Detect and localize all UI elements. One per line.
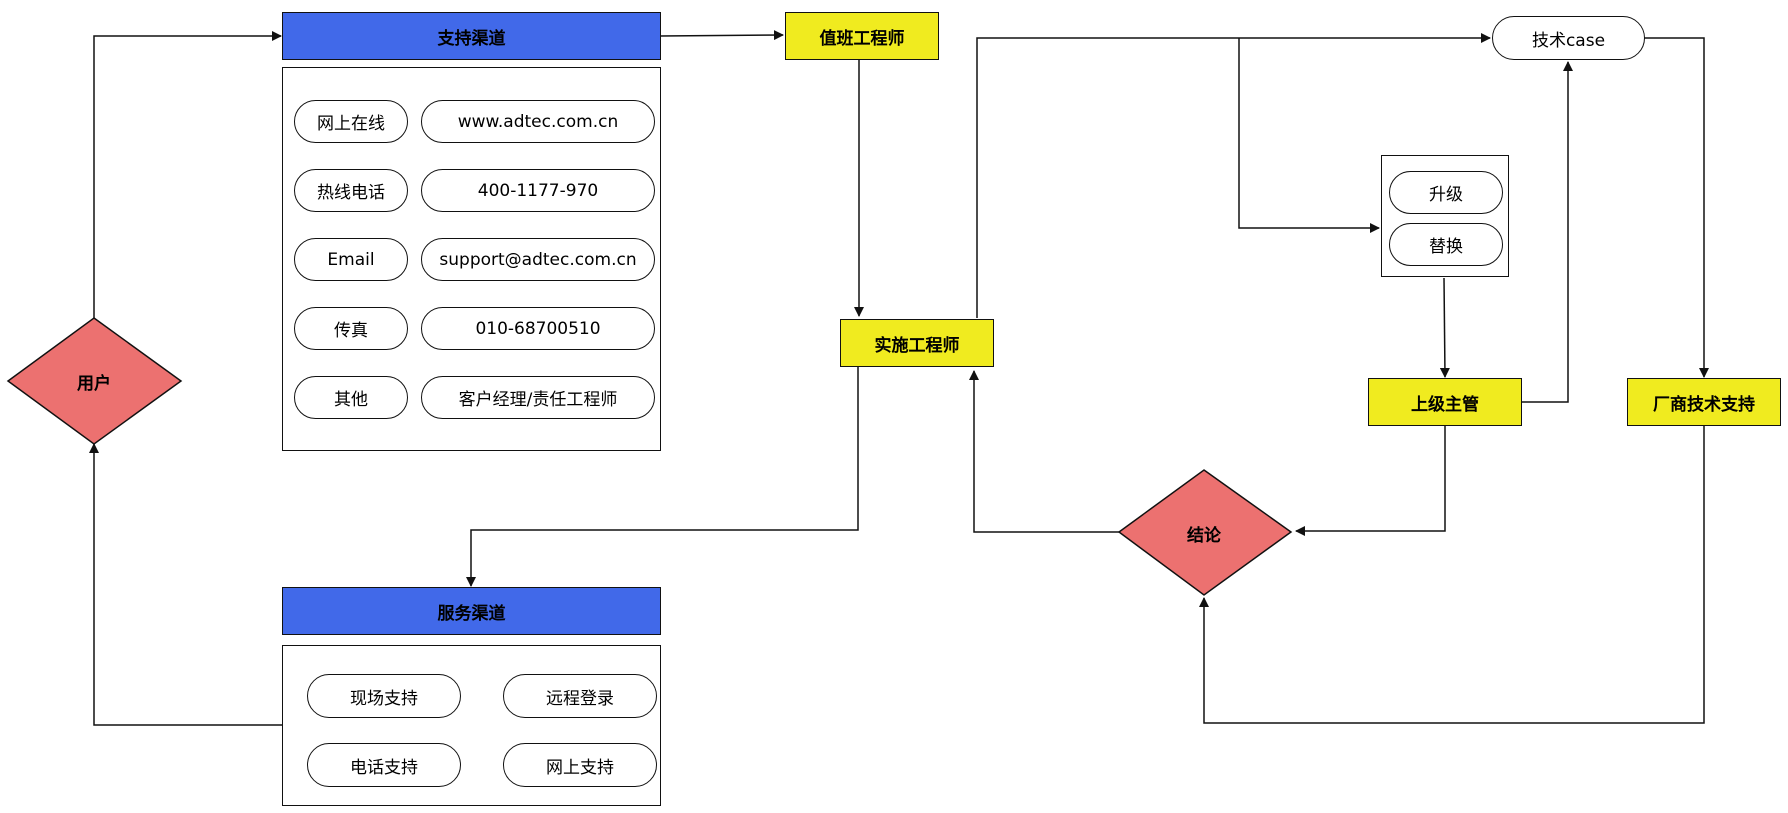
- edge-case-to-vendor: [1644, 37, 1709, 378]
- supervisor-node: 上级主管: [1368, 378, 1522, 426]
- channel-value-fax: 010-68700510: [421, 307, 655, 350]
- vendor-support-node: 厂商技术支持: [1627, 378, 1781, 426]
- service-channels-header: 服务渠道: [282, 587, 661, 635]
- channel-type-hotline: 热线电话: [294, 169, 408, 212]
- user-label: 用户: [77, 373, 111, 394]
- edge-impl-to-service: [466, 367, 859, 587]
- user-diamond: [6, 317, 183, 445]
- on-duty-engineer-node: 值班工程师: [785, 12, 939, 60]
- channel-type-online: 网上在线: [294, 100, 408, 143]
- edge-conclusion-to-impl: [969, 370, 1119, 533]
- service-item-phone: 电话支持: [307, 743, 461, 787]
- channel-type-email: Email: [294, 238, 408, 281]
- service-item-remote: 远程登录: [503, 674, 657, 718]
- conclusion-label: 结论: [1187, 525, 1221, 546]
- edge-to-upgrade-replace: [1238, 38, 1380, 233]
- conclusion-diamond: [1117, 469, 1293, 596]
- edge-supervisor-to-conclusion: [1295, 425, 1446, 536]
- edge-user-to-support: [93, 31, 282, 318]
- edge-vendor-to-conclusion: [1199, 425, 1705, 724]
- channel-value-other: 客户经理/责任工程师: [421, 376, 655, 419]
- channel-type-fax: 传真: [294, 307, 408, 350]
- replace-node: 替换: [1389, 223, 1503, 266]
- edge-supervisor-to-case: [1521, 61, 1573, 403]
- channel-type-other: 其他: [294, 376, 408, 419]
- service-item-online: 网上支持: [503, 743, 657, 787]
- channel-value-phone: 400-1177-970: [421, 169, 655, 212]
- channel-value-email: support@adtec.com.cn: [421, 238, 655, 281]
- upgrade-node: 升级: [1389, 171, 1503, 214]
- service-item-onsite: 现场支持: [307, 674, 461, 718]
- edge-service-to-user: [89, 443, 282, 726]
- impl-engineer-node: 实施工程师: [840, 319, 994, 367]
- edge-replace-to-supervisor: [1439, 277, 1450, 378]
- support-channels-panel: 网上在线 www.adtec.com.cn 热线电话 400-1177-970 …: [282, 67, 661, 451]
- channel-value-website: www.adtec.com.cn: [421, 100, 655, 143]
- upgrade-replace-group: 升级 替换: [1381, 155, 1509, 277]
- edge-support-to-duty: [659, 30, 784, 41]
- service-channels-panel: 现场支持 远程登录 电话支持 网上支持: [282, 645, 661, 806]
- tech-case-node: 技术case: [1492, 16, 1645, 60]
- support-channels-header: 支持渠道: [282, 12, 661, 60]
- edge-impl-to-case: [976, 33, 1491, 318]
